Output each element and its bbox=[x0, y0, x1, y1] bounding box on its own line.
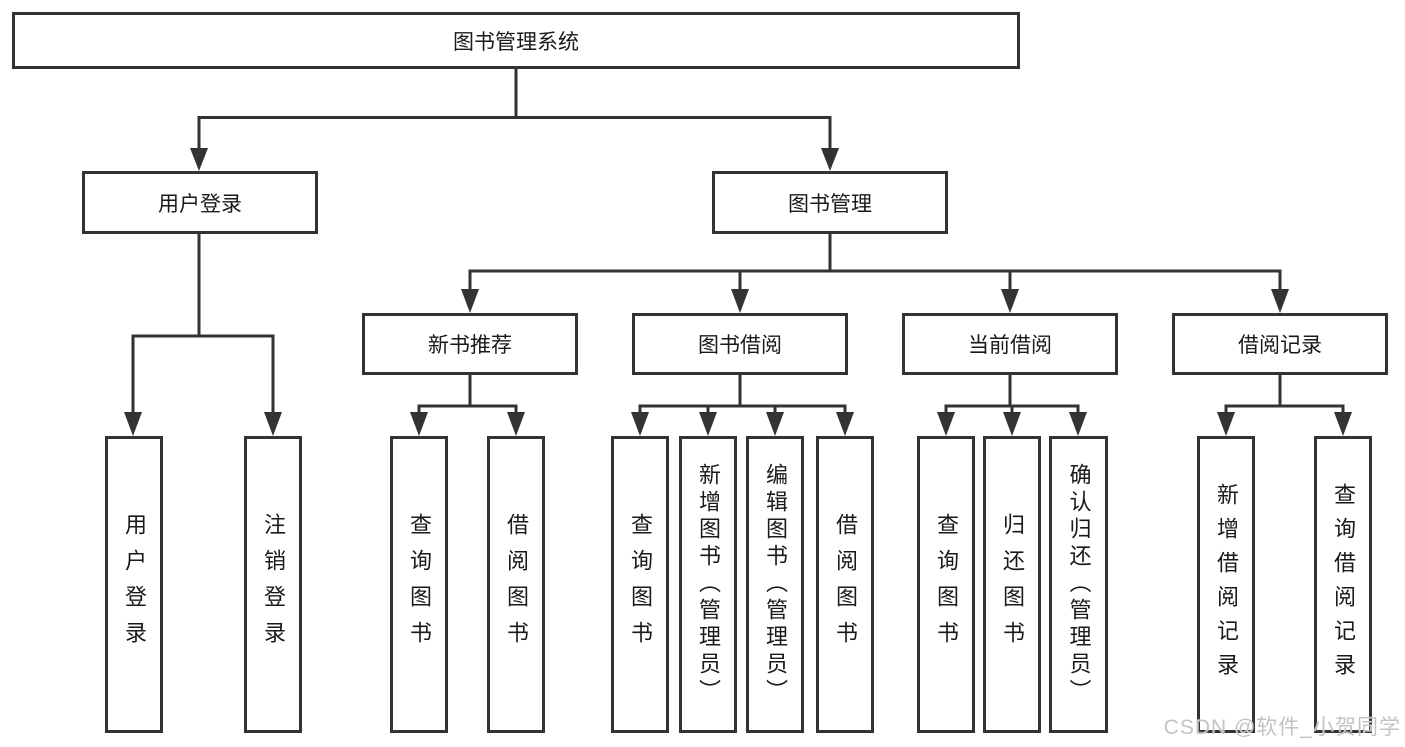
leaf-recommend-query-book: 查询图书 bbox=[390, 436, 448, 733]
leaf-borrow-borrow-book: 借阅图书 bbox=[816, 436, 874, 733]
node-book-borrow: 图书借阅 bbox=[632, 313, 848, 375]
connector-current-borrow-children bbox=[937, 374, 1087, 436]
connector-root-to-level2 bbox=[190, 69, 839, 171]
leaf-borrow-edit-book-admin: 编辑图书（管理员） bbox=[746, 436, 804, 733]
leaf-borrow-add-book-admin: 新增图书（管理员） bbox=[679, 436, 737, 733]
node-user-login: 用户登录 bbox=[82, 171, 318, 234]
leaf-borrow-query-book: 查询图书 bbox=[611, 436, 669, 733]
leaf-records-query-record: 查询借阅记录 bbox=[1314, 436, 1372, 733]
watermark: CSDN @软件_小贺同学 bbox=[1163, 716, 1401, 739]
node-current-borrow: 当前借阅 bbox=[902, 313, 1118, 375]
leaf-logout: 注销登录 bbox=[244, 436, 302, 733]
connector-book-management-children bbox=[461, 233, 1289, 313]
connector-borrow-records-children bbox=[1217, 374, 1352, 436]
node-book-management: 图书管理 bbox=[712, 171, 948, 234]
leaf-records-add-record: 新增借阅记录 bbox=[1197, 436, 1255, 733]
connector-book-borrow-children bbox=[631, 374, 854, 436]
leaf-recommend-borrow-book: 借阅图书 bbox=[487, 436, 545, 733]
node-borrow-records: 借阅记录 bbox=[1172, 313, 1388, 375]
leaf-current-query-book: 查询图书 bbox=[917, 436, 975, 733]
leaf-current-return-book: 归还图书 bbox=[983, 436, 1041, 733]
node-new-book-recommend: 新书推荐 bbox=[362, 313, 578, 375]
leaf-current-confirm-return-admin: 确认归还（管理员） bbox=[1049, 436, 1108, 733]
connector-user-login-children bbox=[124, 233, 282, 436]
connector-new-book-recommend-children bbox=[410, 374, 525, 436]
leaf-user-login: 用户登录 bbox=[105, 436, 163, 733]
node-root: 图书管理系统 bbox=[12, 12, 1020, 69]
